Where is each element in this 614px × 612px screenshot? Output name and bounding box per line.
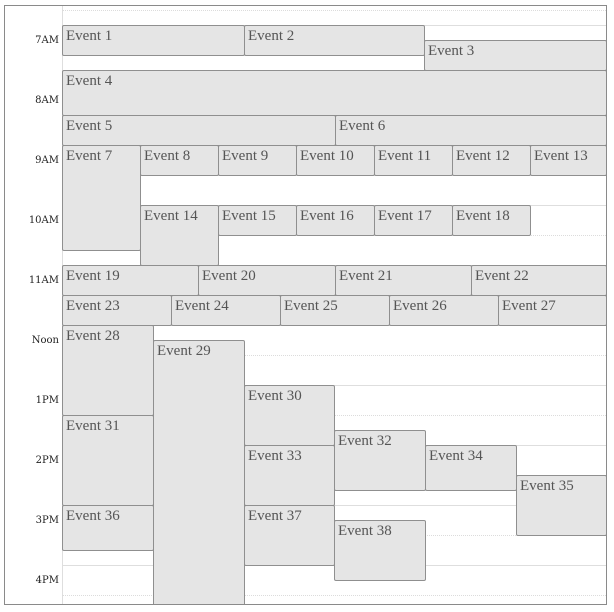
hour-label-9am: 9AM [35, 155, 59, 166]
event-6[interactable]: Event 6 [335, 115, 606, 146]
event-4[interactable]: Event 4 [62, 70, 606, 116]
event-24[interactable]: Event 24 [171, 295, 281, 326]
hour-label-10am: 10AM [28, 215, 59, 226]
event-9[interactable]: Event 9 [218, 145, 297, 176]
event-1[interactable]: Event 1 [62, 25, 245, 56]
event-28[interactable]: Event 28 [62, 325, 154, 416]
time-grid: Event 1 Event 2 Event 3 Event 4 Event 5 … [62, 6, 606, 604]
event-23[interactable]: Event 23 [62, 295, 172, 326]
event-5[interactable]: Event 5 [62, 115, 336, 146]
half-hour-line [62, 355, 606, 356]
event-3[interactable]: Event 3 [424, 40, 606, 71]
hour-label-4pm: 4PM [35, 575, 59, 586]
event-33[interactable]: Event 33 [244, 445, 335, 506]
event-11[interactable]: Event 11 [374, 145, 453, 176]
event-17[interactable]: Event 17 [374, 205, 453, 236]
event-26[interactable]: Event 26 [389, 295, 499, 326]
event-18[interactable]: Event 18 [452, 205, 531, 236]
half-hour-line [62, 595, 606, 596]
event-7[interactable]: Event 7 [62, 145, 141, 251]
event-37[interactable]: Event 37 [244, 505, 335, 566]
event-8[interactable]: Event 8 [140, 145, 219, 176]
event-22[interactable]: Event 22 [471, 265, 606, 296]
hour-label-column: 7AM 8AM 9AM 10AM 11AM Noon 1PM 2PM 3PM 4… [5, 6, 62, 604]
event-19[interactable]: Event 19 [62, 265, 199, 296]
event-15[interactable]: Event 15 [218, 205, 297, 236]
hour-label-noon: Noon [31, 335, 59, 346]
event-36[interactable]: Event 36 [62, 505, 154, 551]
event-2[interactable]: Event 2 [244, 25, 425, 56]
day-calendar: 7AM 8AM 9AM 10AM 11AM Noon 1PM 2PM 3PM 4… [4, 5, 607, 605]
event-30[interactable]: Event 30 [244, 385, 335, 446]
hour-label-3pm: 3PM [35, 515, 59, 526]
half-hour-line [62, 10, 606, 11]
event-31[interactable]: Event 31 [62, 415, 154, 506]
event-34[interactable]: Event 34 [425, 445, 517, 491]
event-25[interactable]: Event 25 [280, 295, 390, 326]
event-38[interactable]: Event 38 [334, 520, 426, 581]
hour-label-8am: 8AM [35, 95, 59, 106]
event-12[interactable]: Event 12 [452, 145, 531, 176]
event-16[interactable]: Event 16 [296, 205, 375, 236]
event-21[interactable]: Event 21 [335, 265, 472, 296]
hour-label-2pm: 2PM [35, 455, 59, 466]
event-32[interactable]: Event 32 [334, 430, 426, 491]
event-14[interactable]: Event 14 [140, 205, 219, 266]
hour-label-1pm: 1PM [35, 395, 59, 406]
event-27[interactable]: Event 27 [498, 295, 606, 326]
hour-label-11am: 11AM [28, 275, 59, 286]
event-13[interactable]: Event 13 [530, 145, 606, 176]
event-35[interactable]: Event 35 [516, 475, 606, 536]
hour-label-7am: 7AM [35, 35, 59, 46]
event-29[interactable]: Event 29 [153, 340, 245, 604]
event-10[interactable]: Event 10 [296, 145, 375, 176]
event-20[interactable]: Event 20 [198, 265, 336, 296]
